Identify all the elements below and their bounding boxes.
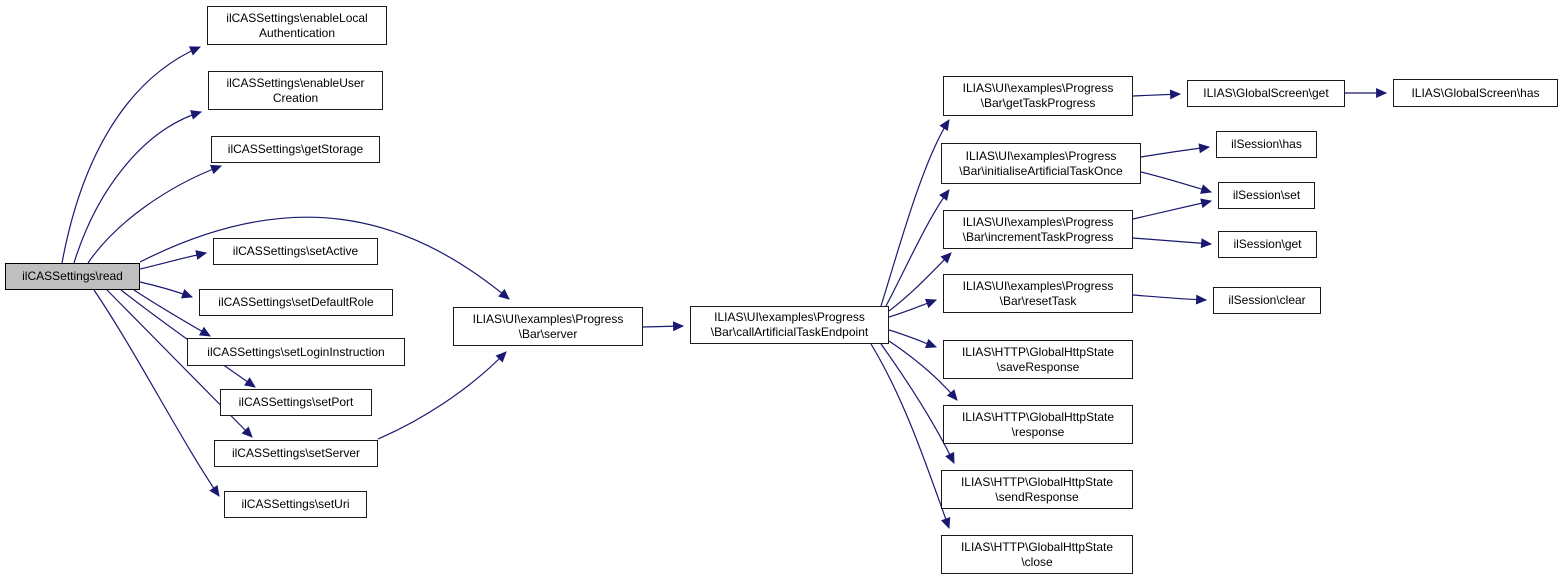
graph-node-label-line: ILIAS\UI\examples\Progress [962,81,1114,95]
graph-node-globalscreen-has[interactable]: ILIAS\GlobalScreen\has [1393,79,1558,107]
edge-call-artificial-task-endpoint-to-get-task-progress [880,119,950,307]
graph-node-label-line: Creation [272,90,319,105]
graph-node-reset-task[interactable]: ILIAS\UI\examples\Progress\Bar\resetTask [943,274,1133,313]
graph-node-get-storage[interactable]: ilCASSettings\getStorage [211,136,380,163]
edge-read-to-enable-local-authentication [61,46,202,264]
graph-node-session-clear[interactable]: ilSession\clear [1213,287,1321,314]
graph-node-label-line: ILIAS\UI\examples\Progress [965,148,1117,163]
edge-call-artificial-task-endpoint-to-reset-task [888,298,938,318]
graph-node-label-line: \Bar\initialiseArtificialTaskOnce [959,163,1123,178]
graph-node-label-line: ilSession\clear [1228,293,1306,307]
graph-node-label-line: ILIAS\UI\examples\Progress [714,310,865,324]
graph-node-set-port[interactable]: ilCASSettings\setPort [220,389,372,416]
graph-node-label-line: ILIAS\GlobalScreen\get [1203,86,1329,100]
graph-node-call-artificial-task-endpoint[interactable]: ILIAS\UI\examples\Progress\Bar\callArtif… [690,306,889,344]
graph-node-set-login-instruction[interactable]: ilCASSettings\setLoginInstruction [187,338,405,366]
edge-read-to-get-storage [87,164,223,264]
graph-node-label-line: ilCASSettings\setServer [231,446,361,460]
graph-node-label-line: ilCASSettings\setActive [232,244,359,258]
graph-node-label-line: ILIAS\HTTP\GlobalHttpState [961,409,1115,424]
graph-node-read[interactable]: ilCASSettings\read [5,263,140,290]
edge-read-to-set-default-role [139,281,194,299]
graph-node-get-task-progress[interactable]: ILIAS\UI\examples\Progress\Bar\getTaskPr… [943,76,1133,116]
edge-call-artificial-task-endpoint-to-save-response [888,329,938,349]
edge-get-task-progress-to-globalscreen-get [1132,89,1182,100]
graph-node-label-line: ilCASSettings\getStorage [227,142,364,156]
edge-increment-task-progress-to-session-get [1132,237,1213,249]
graph-node-label-line: ilCASSettings\setLoginInstruction [207,344,385,359]
graph-node-label-line: ilCASSettings\read [22,269,123,283]
edge-call-artificial-task-endpoint-to-close [870,343,951,530]
graph-node-close[interactable]: ILIAS\HTTP\GlobalHttpState\close [941,535,1133,574]
graph-node-session-set[interactable]: ilSession\set [1218,182,1315,209]
graph-node-label-line: \Bar\server [518,326,578,341]
graph-node-label-line: ilSession\get [1233,237,1302,251]
edge-read-to-progress-bar-server [139,216,510,300]
graph-node-label-line: ilSession\has [1231,137,1302,151]
graph-node-increment-task-progress[interactable]: ILIAS\UI\examples\Progress\Bar\increment… [943,210,1133,249]
graph-node-label-line: ILIAS\UI\examples\Progress [962,278,1114,293]
edge-progress-bar-server-to-call-artificial-task-endpoint [642,321,685,332]
edge-initialise-artificial-task-once-to-session-has [1140,143,1211,158]
graph-node-label-line: ilCASSettings\enableLocal [226,10,368,25]
graph-node-label-line: ILIAS\HTTP\GlobalHttpState [960,474,1114,489]
graph-node-label-line: ILIAS\HTTP\GlobalHttpState [960,539,1114,554]
graph-node-label-line: ilCASSettings\enableUser [226,75,365,90]
graph-node-label-line: ilCASSettings\setPort [238,395,354,409]
graph-node-set-active[interactable]: ilCASSettings\setActive [213,238,378,265]
edge-set-server-to-progress-bar-server [377,351,507,440]
graph-node-set-server[interactable]: ilCASSettings\setServer [214,440,378,467]
graph-node-response[interactable]: ILIAS\HTTP\GlobalHttpState\response [943,405,1133,444]
graph-node-label-line: ILIAS\HTTP\GlobalHttpState [961,344,1115,359]
graph-node-initialise-artificial-task-once[interactable]: ILIAS\UI\examples\Progress\Bar\initialis… [941,143,1141,184]
edge-read-to-set-login-instruction [133,289,211,337]
graph-node-label-line: \Bar\getTaskProgress [980,96,1096,110]
edge-call-artificial-task-endpoint-to-send-response [880,343,955,464]
graph-node-set-uri[interactable]: ilCASSettings\setUri [224,491,367,518]
graph-node-label-line: ilCASSettings\setDefaultRole [218,295,374,309]
graph-node-send-response[interactable]: ILIAS\HTTP\GlobalHttpState\sendResponse [941,470,1133,509]
graph-node-label-line: Authentication [258,25,336,40]
edge-call-artificial-task-endpoint-to-response [888,340,958,401]
graph-node-session-has[interactable]: ilSession\has [1216,131,1317,158]
graph-node-label-line: \Bar\incrementTaskProgress [962,229,1114,244]
edge-read-to-enable-user-creation [73,110,203,264]
graph-node-label-line: ilSession\set [1232,188,1301,202]
graph-node-session-get[interactable]: ilSession\get [1218,231,1317,258]
graph-node-label-line: \response [1011,424,1065,439]
edge-call-artificial-task-endpoint-to-increment-task-progress [888,252,952,312]
graph-node-label-line: ILIAS\UI\examples\Progress [472,311,624,326]
graph-node-label-line: ILIAS\GlobalScreen\has [1411,85,1540,100]
edge-read-to-set-uri [93,289,220,497]
graph-node-globalscreen-get[interactable]: ILIAS\GlobalScreen\get [1187,80,1345,107]
graph-node-progress-bar-server[interactable]: ILIAS\UI\examples\Progress\Bar\server [453,307,643,346]
edge-increment-task-progress-to-session-set [1132,198,1213,220]
graph-node-label-line: \close [1021,554,1053,569]
graph-node-label-line: ILIAS\UI\examples\Progress [962,214,1114,229]
edge-call-artificial-task-endpoint-to-initialise-artificial-task-once [885,189,950,307]
edge-read-to-set-server [106,289,253,438]
edge-initialise-artificial-task-once-to-session-set [1140,171,1213,194]
edge-read-to-set-active [139,250,208,270]
graph-node-save-response[interactable]: ILIAS\HTTP\GlobalHttpState\saveResponse [943,340,1133,379]
edge-reset-task-to-session-clear [1132,294,1208,305]
graph-node-label-line: \saveResponse [996,359,1080,374]
graph-node-label-line: \Bar\resetTask [999,293,1077,308]
graph-node-label-line: \sendResponse [995,489,1079,504]
graph-node-label-line: ilCASSettings\setUri [241,497,350,511]
graph-node-label-line: \Bar\callArtificialTaskEndpoint [710,325,869,339]
graph-node-set-default-role[interactable]: ilCASSettings\setDefaultRole [199,289,393,316]
